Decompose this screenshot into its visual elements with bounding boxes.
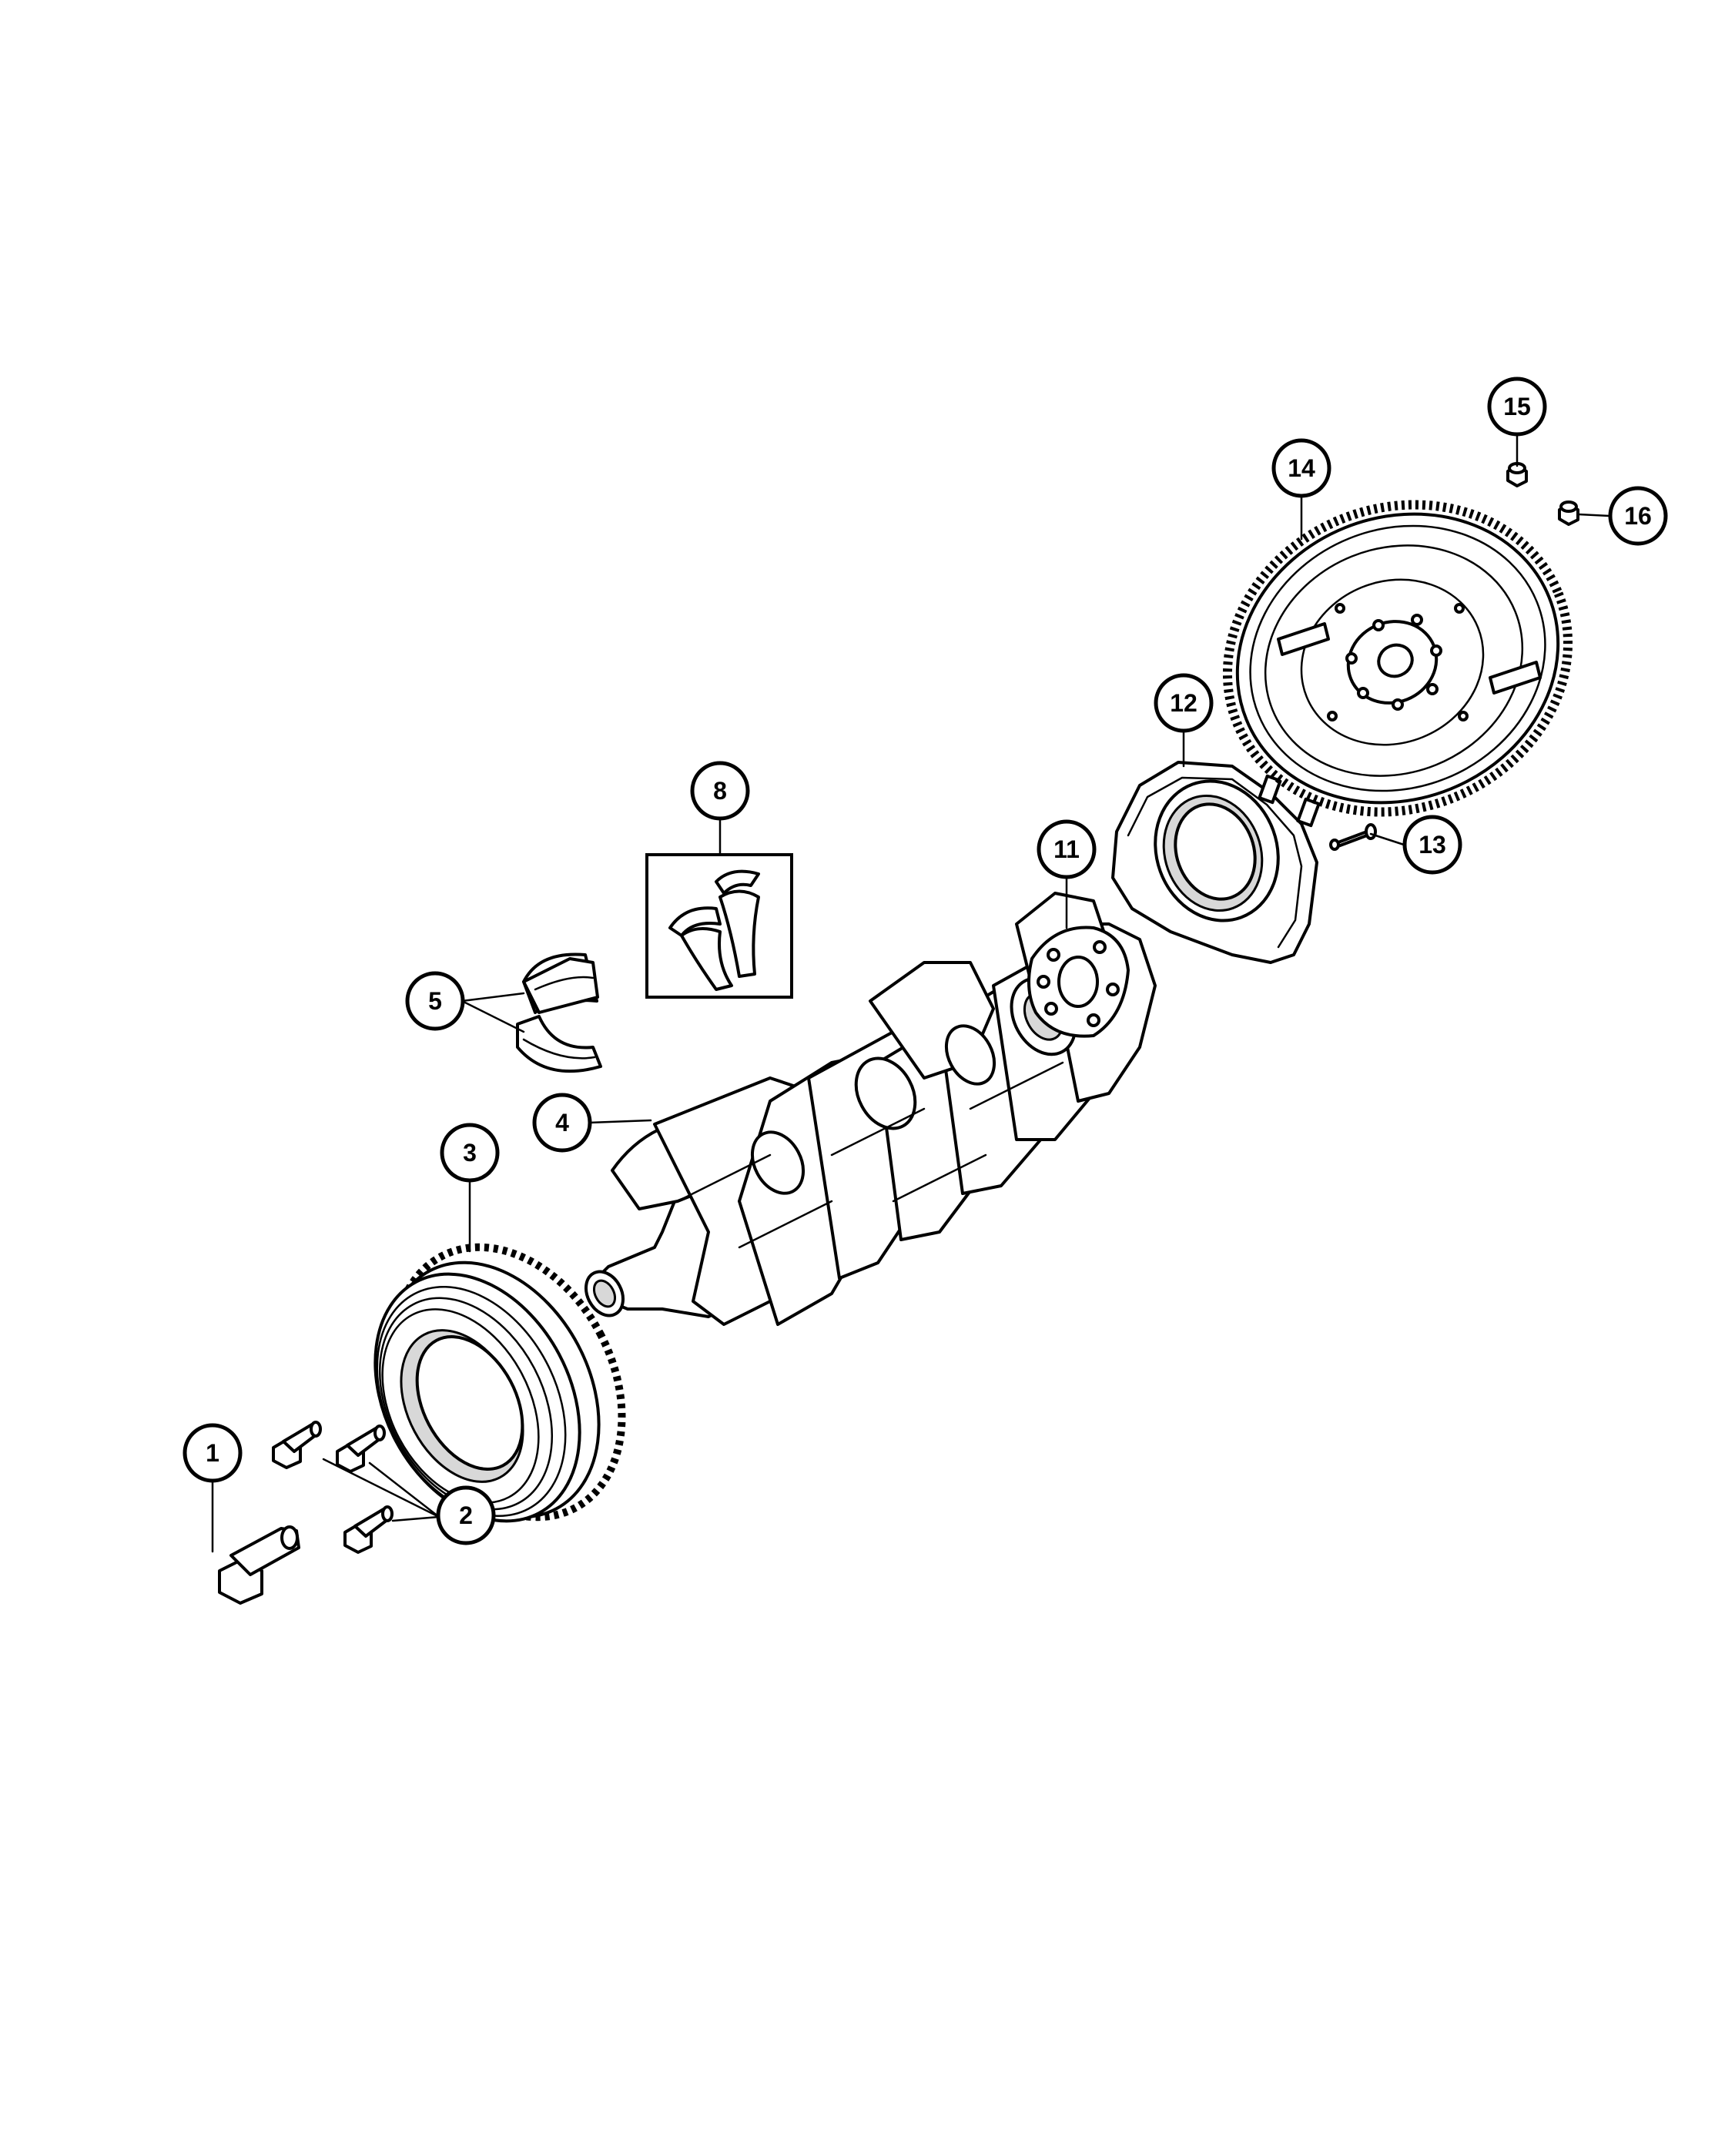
callout-11-label: 11 xyxy=(1053,835,1080,863)
callout-3-label: 3 xyxy=(463,1139,477,1167)
callout-4-label: 4 xyxy=(555,1109,569,1137)
callout-5-label: 5 xyxy=(428,987,442,1015)
callout-12-label: 12 xyxy=(1170,689,1197,717)
callout-1-label: 1 xyxy=(206,1439,219,1467)
flywheel xyxy=(1222,500,1573,817)
rear-seal-retainer xyxy=(1111,761,1321,964)
callout-16-label: 16 xyxy=(1624,502,1652,530)
callout-14-label: 14 xyxy=(1288,454,1315,482)
callout-1: 1 xyxy=(183,1423,243,1483)
pulley-bolt-c xyxy=(343,1505,394,1554)
crankshaft-bolt xyxy=(218,1525,300,1605)
callout-4: 4 xyxy=(532,1093,592,1153)
leader-lines xyxy=(211,434,1611,1553)
crankshaft-damper-pulley xyxy=(373,1243,626,1523)
callout-13-label: 13 xyxy=(1419,831,1446,859)
callout-11: 11 xyxy=(1037,819,1097,879)
callout-12: 12 xyxy=(1154,673,1214,733)
callout-8: 8 xyxy=(690,761,750,821)
callout-5: 5 xyxy=(405,971,465,1031)
seal-retainer-bolt xyxy=(1329,823,1377,851)
thrust-washers xyxy=(645,853,793,999)
flywheel-gasket xyxy=(1027,926,1130,1038)
flywheel-bolt-15 xyxy=(1506,462,1528,487)
callout-2: 2 xyxy=(436,1485,496,1545)
callout-15: 15 xyxy=(1487,377,1547,437)
callout-3: 3 xyxy=(440,1123,500,1183)
pulley-bolt-b xyxy=(336,1424,386,1473)
main-bearing-shells xyxy=(516,952,602,1073)
callout-14: 14 xyxy=(1271,438,1331,498)
callout-13: 13 xyxy=(1402,815,1462,875)
flywheel-bolt-16 xyxy=(1558,500,1579,526)
pulley-bolt-a xyxy=(272,1421,322,1469)
callout-8-label: 8 xyxy=(713,777,727,805)
callout-16: 16 xyxy=(1608,486,1668,546)
callout-2-label: 2 xyxy=(459,1502,473,1529)
callout-15-label: 15 xyxy=(1503,393,1531,420)
